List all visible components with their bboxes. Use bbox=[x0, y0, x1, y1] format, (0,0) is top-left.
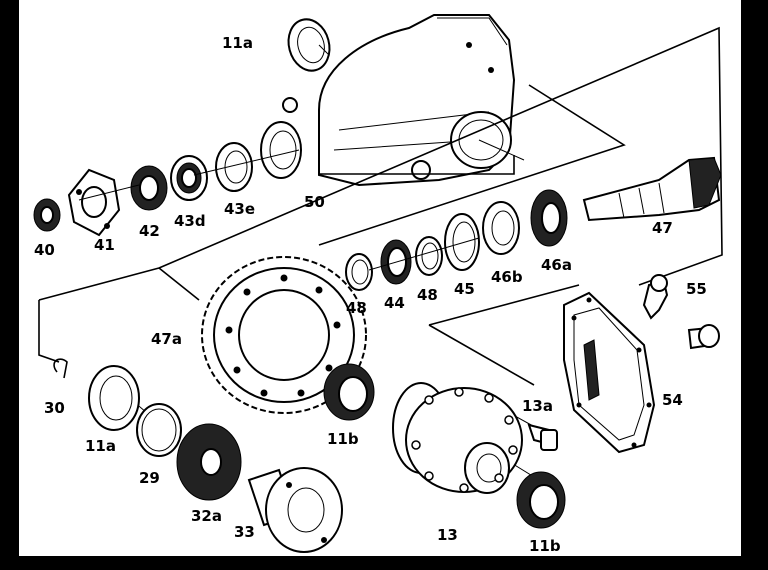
label-13: 13 bbox=[437, 526, 458, 544]
bearing-ring-11a-bottom bbox=[88, 365, 140, 431]
bearing-11b-mid bbox=[323, 363, 375, 421]
shim-48-left bbox=[345, 253, 373, 291]
label-33: 33 bbox=[234, 523, 255, 541]
label-43d: 43d bbox=[174, 212, 206, 230]
label-44: 44 bbox=[384, 294, 405, 312]
diagram-frame: 11a 50 40 41 42 43d 43e 47 46a 46b 45 48… bbox=[19, 0, 741, 556]
label-45: 45 bbox=[454, 280, 475, 298]
label-54: 54 bbox=[662, 391, 683, 409]
label-47a: 47a bbox=[151, 330, 182, 348]
circlip-29 bbox=[136, 403, 182, 457]
bolt-55 bbox=[642, 274, 669, 320]
side-gear-32a bbox=[176, 423, 242, 501]
label-13a: 13a bbox=[522, 397, 553, 415]
bearing-ring-11a-top bbox=[287, 18, 331, 72]
label-50: 50 bbox=[304, 193, 325, 211]
nut-40 bbox=[33, 198, 61, 232]
bolt-13a bbox=[527, 423, 558, 451]
seal-ring-43e bbox=[215, 142, 253, 192]
label-40: 40 bbox=[34, 241, 55, 259]
label-11b-mid: 11b bbox=[327, 430, 359, 448]
label-48-right: 48 bbox=[417, 286, 438, 304]
exploded-view-diagram: 11a 50 40 41 42 43d 43e 47 46a 46b 45 48… bbox=[33, 14, 723, 555]
bearing-46a bbox=[530, 189, 568, 247]
bearing-11b-bottom bbox=[516, 471, 566, 529]
label-29: 29 bbox=[139, 469, 160, 487]
clip-30 bbox=[53, 358, 68, 379]
bearing-43d bbox=[170, 155, 208, 201]
label-47: 47 bbox=[652, 219, 673, 237]
flange-shaft-33 bbox=[247, 467, 343, 553]
housing-flange-ring bbox=[260, 121, 302, 179]
label-43e: 43e bbox=[224, 200, 255, 218]
differential-case-13 bbox=[392, 382, 523, 494]
label-11a-top: 11a bbox=[222, 34, 253, 52]
screw-54 bbox=[687, 324, 720, 350]
guide-lines bbox=[38, 26, 723, 481]
cover-54 bbox=[563, 291, 656, 454]
label-46a: 46a bbox=[541, 256, 572, 274]
pinion-shaft-47 bbox=[582, 156, 722, 222]
label-11b-bottom: 11b bbox=[529, 537, 561, 555]
ring-gear-47a bbox=[201, 256, 367, 414]
label-42: 42 bbox=[139, 222, 160, 240]
label-41: 41 bbox=[94, 236, 115, 254]
flange-41 bbox=[67, 168, 121, 237]
label-55: 55 bbox=[686, 280, 707, 298]
label-46b: 46b bbox=[491, 268, 523, 286]
bearing-42 bbox=[130, 165, 168, 211]
label-48-left: 48 bbox=[346, 299, 367, 317]
part-labels: 11a 50 40 41 42 43d 43e 47 46a 46b 45 48… bbox=[34, 34, 707, 555]
label-30: 30 bbox=[44, 399, 65, 417]
label-11a-bottom: 11a bbox=[85, 437, 116, 455]
label-32a: 32a bbox=[191, 507, 222, 525]
shim-48-right bbox=[415, 236, 443, 276]
ring-46b bbox=[482, 201, 520, 255]
ring-45 bbox=[444, 213, 480, 271]
